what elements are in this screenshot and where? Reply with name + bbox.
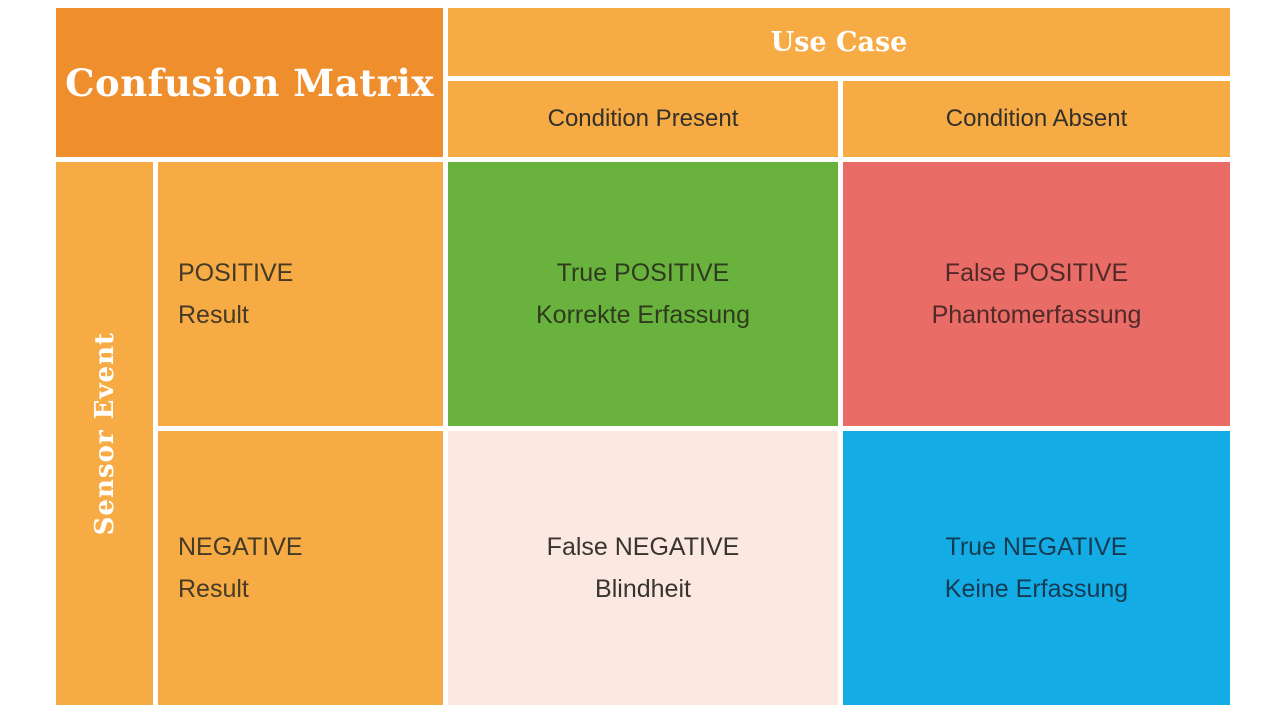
positive-result-row-header-cell: POSITIVE Result [158, 162, 443, 426]
condition-present-label: Condition Present [547, 105, 739, 132]
true-negative-subtitle: Keine Erfassung [944, 575, 1129, 603]
matrix-title: Confusion Matrix [65, 60, 434, 105]
false-negative-title: False NEGATIVE [546, 533, 740, 561]
cell-false-positive: False POSITIVE Phantomerfassung [843, 162, 1230, 426]
true-positive-subtitle: Korrekte Erfassung [536, 301, 750, 329]
false-positive-title: False POSITIVE [944, 259, 1129, 287]
negative-result-row-header-cell: NEGATIVE Result [158, 431, 443, 705]
sensor-event-label: Sensor Event [89, 331, 120, 536]
use-case-header-cell: Use Case [448, 8, 1230, 76]
true-negative-title: True NEGATIVE [945, 533, 1128, 561]
positive-result-label-line2: Result [178, 301, 249, 329]
use-case-label: Use Case [770, 26, 908, 58]
matrix-title-cell: Confusion Matrix [56, 8, 443, 157]
condition-present-header-cell: Condition Present [448, 81, 838, 157]
condition-absent-header-cell: Condition Absent [843, 81, 1230, 157]
cell-true-negative: True NEGATIVE Keine Erfassung [843, 431, 1230, 705]
false-negative-subtitle: Blindheit [595, 575, 691, 603]
positive-result-label-line1: POSITIVE [178, 259, 294, 287]
confusion-matrix-table: Confusion Matrix Use Case Condition Pres… [56, 8, 1230, 705]
false-positive-subtitle: Phantomerfassung [931, 301, 1142, 329]
condition-absent-label: Condition Absent [945, 105, 1128, 132]
negative-result-label-line2: Result [178, 575, 249, 603]
negative-result-label-line1: NEGATIVE [178, 533, 303, 561]
true-positive-title: True POSITIVE [556, 259, 730, 287]
cell-false-negative: False NEGATIVE Blindheit [448, 431, 838, 705]
cell-true-positive: True POSITIVE Korrekte Erfassung [448, 162, 838, 426]
sensor-event-header-cell: Sensor Event [56, 162, 153, 705]
